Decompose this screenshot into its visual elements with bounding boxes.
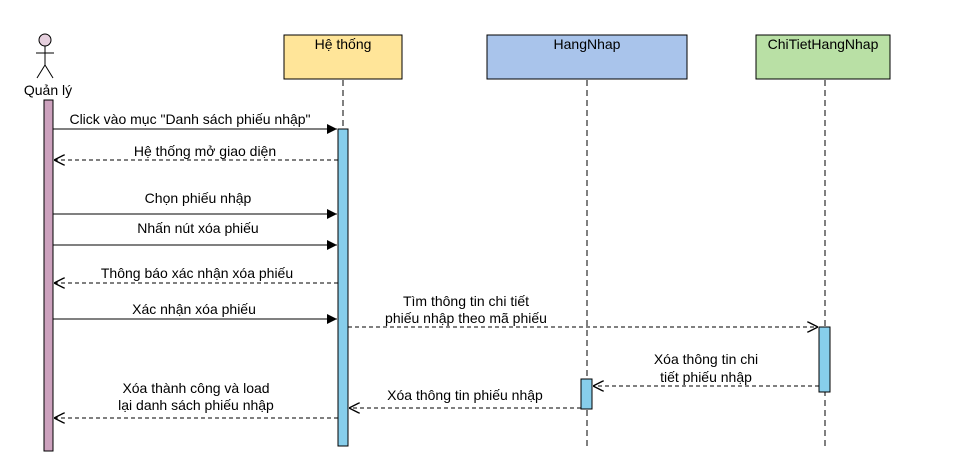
actor-quan-ly: Quản lý — [24, 33, 72, 98]
message-9: Xóa thông tin phiếu nhập — [349, 387, 581, 408]
participant-label: ChiTietHangNhap — [768, 36, 879, 52]
participant-box — [486, 34, 688, 80]
activation-bar-actor — [43, 99, 54, 452]
participant-box — [755, 34, 891, 80]
participant-chitiethangnhap: ChiTietHangNhap — [755, 34, 891, 80]
message-label: Xóa thông tin chi — [654, 351, 758, 367]
message-label: Nhấn nút xóa phiếu — [137, 220, 258, 236]
activation-bar-he-thong — [337, 128, 349, 447]
activation-bar-hangnhap — [580, 378, 593, 410]
actor-stick-figure-icon — [36, 33, 54, 79]
participant-label: Hệ thống — [315, 36, 372, 52]
participant-hangnhap: HangNhap — [486, 34, 688, 80]
message-label: Xóa thông tin phiếu nhập — [387, 387, 543, 403]
message-3: Chọn phiếu nhập — [53, 190, 337, 219]
participant-he-thong: Hệ thống — [283, 34, 403, 80]
message-2: Hệ thống mở giao diện — [54, 143, 338, 160]
message-5: Thông báo xác nhận xóa phiếu — [54, 265, 338, 283]
participant-label: HangNhap — [554, 36, 621, 52]
message-6: Xác nhận xóa phiếu — [53, 301, 337, 324]
message-label: Chọn phiếu nhập — [145, 190, 252, 206]
message-label: Xác nhận xóa phiếu — [132, 301, 256, 317]
participant-box — [283, 34, 403, 80]
message-label: Tìm thông tin chi tiết — [403, 293, 529, 309]
message-label: Click vào mục "Danh sách phiếu nhập" — [69, 111, 310, 127]
message-label: lại danh sách phiếu nhập — [118, 397, 274, 413]
message-label: Xóa thành công và load — [122, 380, 269, 396]
message-7: Tìm thông tin chi tiết phiếu nhập theo m… — [348, 293, 818, 327]
message-4: Nhấn nút xóa phiếu — [53, 220, 337, 250]
message-label: phiếu nhập theo mã phiếu — [385, 310, 547, 326]
message-10: Xóa thành công và load lại danh sách phi… — [54, 380, 338, 418]
activation-bar-chitiethangnhap — [818, 326, 831, 393]
message-label: tiết phiếu nhập — [660, 369, 752, 385]
message-8: Xóa thông tin chi tiết phiếu nhập — [593, 351, 819, 386]
actor-label: Quản lý — [24, 82, 72, 98]
message-label: Hệ thống mở giao diện — [134, 143, 276, 159]
message-1: Click vào mục "Danh sách phiếu nhập" — [53, 111, 337, 134]
message-label: Thông báo xác nhận xóa phiếu — [101, 265, 293, 281]
